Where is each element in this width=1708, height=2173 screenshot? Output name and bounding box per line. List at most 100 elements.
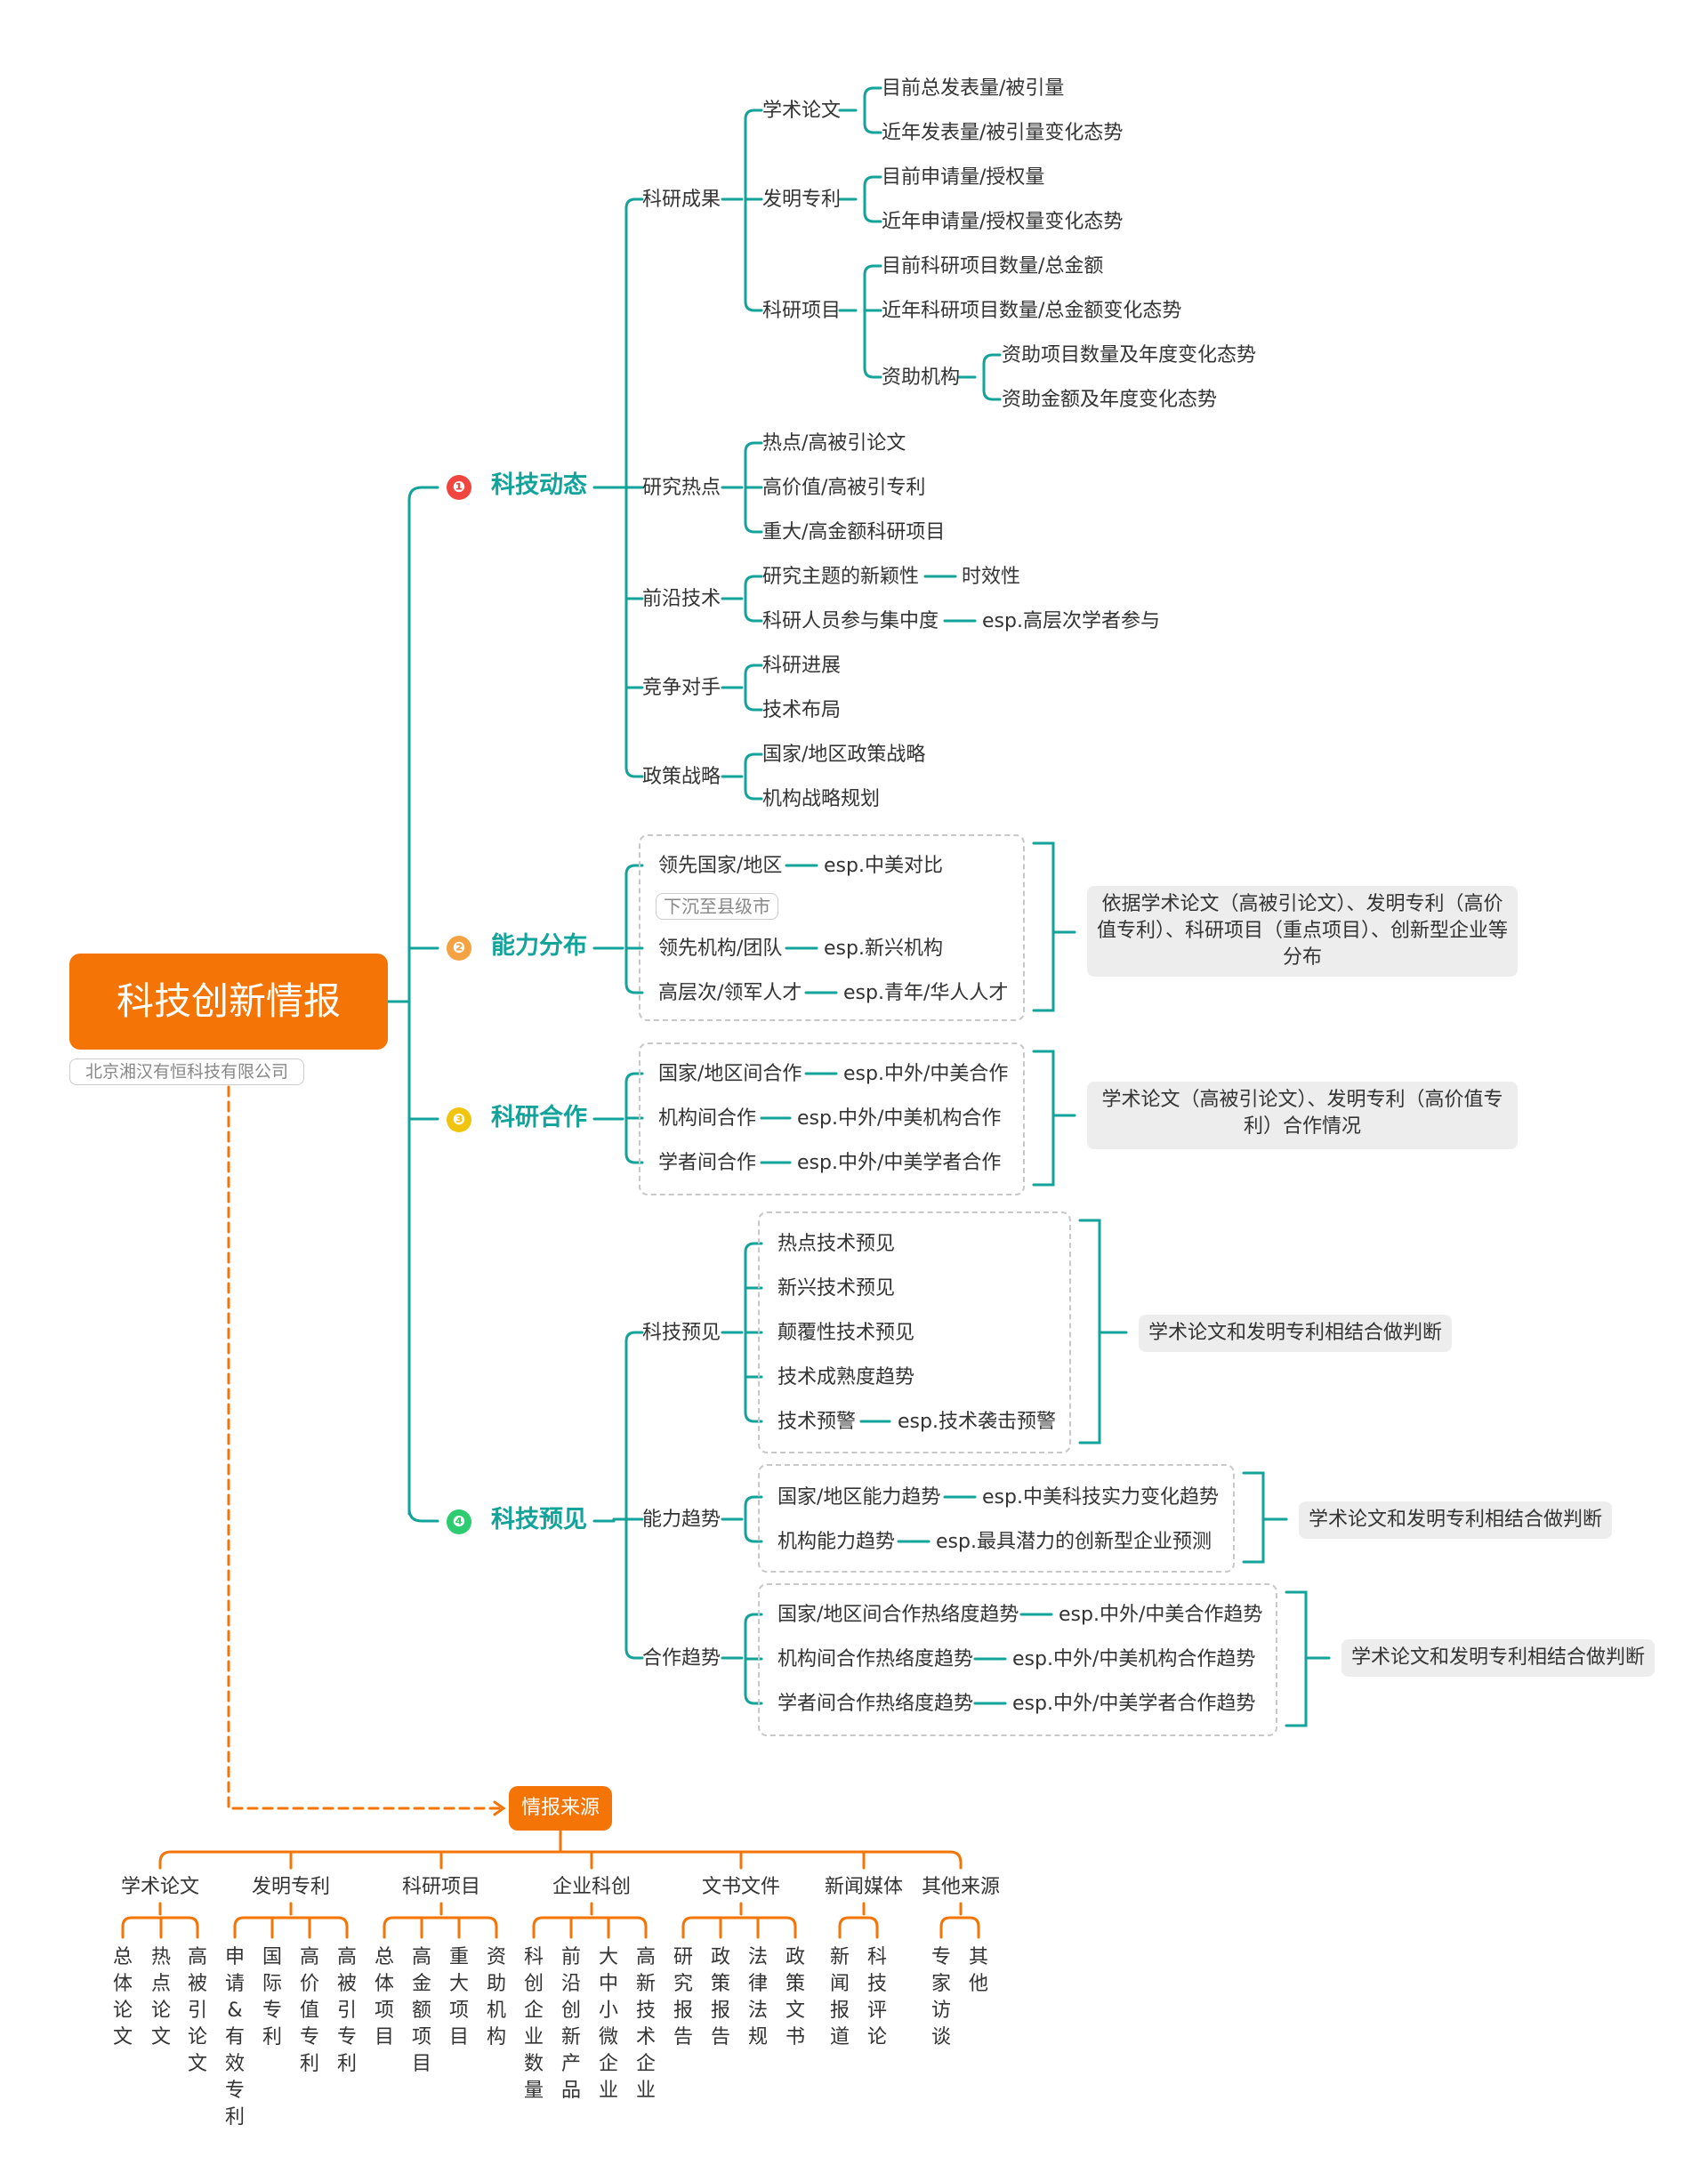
connector-line [744,610,763,623]
node-policy[interactable]: 政策战略 [642,766,721,788]
leaf-funders-count: 资助项目数量及年度变化态势 [1002,344,1257,366]
source-item: 高价值专利 [299,1946,319,2075]
connector-line [744,1411,763,1423]
source-item: 国际专利 [262,1946,282,2048]
source-item: 科创企业数量 [523,1946,544,2102]
leaf-cooperation-3: 学者间合作 [658,1152,757,1174]
sources-title-node[interactable]: 情报来源 [509,1786,612,1831]
leaf-captrend-2-note: esp.最具潜力的创新型企业预测 [936,1531,1212,1553]
source-group-label[interactable]: 学术论文 [121,1876,200,1898]
connector-line [863,264,882,277]
leaf-hotspots-3: 重大/高金额科研项目 [762,521,946,543]
node-patents[interactable]: 发明专利 [762,189,842,211]
source-item: 资助机构 [486,1946,506,2048]
connector-line [744,109,763,121]
connector-line [383,1916,498,1939]
leaf-projects-trend: 近年科研项目数量/总金额变化态势 [882,300,1182,322]
source-item: 重大项目 [448,1946,469,2048]
leaf-papers-total: 目前总发表量/被引量 [882,77,1065,100]
source-item: 研究报告 [673,1946,693,2048]
company-label: 北京湘汉有恒科技有限公司 [69,1058,304,1085]
connector-line [1078,1219,1101,1445]
source-item: 总体论文 [112,1946,133,2048]
branch-foresight-title[interactable]: 科技预见 [491,1506,587,1533]
source-item: 总体项目 [374,1946,394,2048]
connector-line [1285,1590,1308,1727]
source-item: 政策文书 [785,1946,805,2048]
node-funders[interactable]: 资助机构 [882,366,961,389]
connector-line [863,122,882,134]
branch-cooperation-title[interactable]: 科研合作 [491,1104,587,1131]
connector-line [407,1507,439,1523]
leaf-cooptrend-2-note: esp.中外/中美机构合作趋势 [1012,1648,1256,1670]
leaf-hotspots-1: 热点/高被引论文 [762,432,906,455]
leaf-cooptrend-2: 机构间合作热络度趋势 [777,1648,974,1670]
connector-line [624,1152,644,1164]
cooperation-trend-frame [758,1583,1277,1736]
connector-line [624,1072,644,1084]
source-item: 法律法规 [747,1946,768,2048]
connector-line [227,1085,505,1810]
connector-line [624,864,644,876]
connector-line [744,300,763,312]
branch-capability-title[interactable]: 能力分布 [491,932,587,960]
source-group-label[interactable]: 其他来源 [922,1876,1001,1898]
leaf-cooptrend-3-note: esp.中外/中美学者合作趋势 [1012,1693,1256,1715]
leaf-capability-1: 领先国家/地区 [658,855,783,877]
leaf-hotspots-2: 高价值/高被引专利 [762,477,926,499]
connector-line [744,788,763,801]
source-item: 前沿创新产品 [560,1946,581,2102]
source-group-label[interactable]: 新闻媒体 [825,1876,904,1898]
leaf-competitors-1: 科研进展 [762,655,842,677]
connector-line [744,699,763,712]
leaf-policy-1: 国家/地区政策战略 [762,744,926,766]
leaf-foresight-1: 热点技术预见 [777,1233,896,1255]
node-competitors[interactable]: 竞争对手 [642,677,721,699]
node-papers[interactable]: 学术论文 [762,100,842,122]
connector-line [744,521,763,534]
node-frontier[interactable]: 前沿技术 [642,588,721,610]
leaf-frontier-2-note: esp.高层次学者参与 [982,610,1160,632]
leaf-foresight-2: 新兴技术预见 [777,1277,896,1300]
source-group-label[interactable]: 企业科创 [552,1876,632,1898]
source-group-label[interactable]: 文书文件 [702,1876,781,1898]
leaf-papers-trend: 近年发表量/被引量变化态势 [882,122,1124,144]
leaf-frontier-1-note: 时效性 [962,566,1021,588]
node-capability-trend[interactable]: 能力趋势 [642,1509,721,1531]
connector-line [838,1916,879,1939]
branch-tech-dynamics-title[interactable]: 科技动态 [491,471,587,499]
connector-line [744,1242,763,1254]
leaf-competitors-2: 技术布局 [762,699,842,721]
source-item: 高被引论文 [187,1946,207,2075]
node-tech-foresight[interactable]: 科技预见 [642,1322,721,1344]
node-projects[interactable]: 科研项目 [762,300,842,322]
source-item: 高被引专利 [336,1946,357,2075]
leaf-cooperation-2-note: esp.中外/中美机构合作 [797,1107,1002,1130]
node-research-results[interactable]: 科研成果 [642,189,721,211]
leaf-cooptrend-1: 国家/地区间合作热络度趋势 [777,1604,1019,1626]
leaf-patents-total: 目前申请量/授权量 [882,166,1045,189]
connector-line [233,1916,349,1939]
connector-line [863,366,882,379]
root-node[interactable]: 科技创新情报 [69,954,388,1050]
connector-line [863,211,882,223]
leaf-foresight-5: 技术预警 [777,1411,857,1433]
connector-line [863,175,882,188]
source-item: 热点论文 [150,1946,171,2048]
source-item: 新闻报道 [829,1946,850,2048]
connector-line [744,664,763,676]
leaf-foresight-4: 技术成熟度趋势 [777,1366,915,1388]
node-cooperation-trend[interactable]: 合作趋势 [642,1647,721,1670]
branch-2-number-badge: ❷ [447,936,471,961]
source-item: 申请&有效专利 [224,1946,245,2129]
connector-line [624,1331,644,1343]
capability-summary-note: 依据学术论文（高被引论文）、发明专利（高价值专利）、科研项目（重点项目）、创新型… [1087,886,1518,977]
connector-line [744,1693,763,1705]
connector-line [624,197,644,210]
source-group-label[interactable]: 发明专利 [252,1876,331,1898]
tech-foresight-summary-note: 学术论文和发明专利相结合做判断 [1139,1315,1452,1352]
source-group-label[interactable]: 科研项目 [402,1876,481,1898]
connector-line [744,575,763,587]
node-hotspots[interactable]: 研究热点 [642,477,721,499]
